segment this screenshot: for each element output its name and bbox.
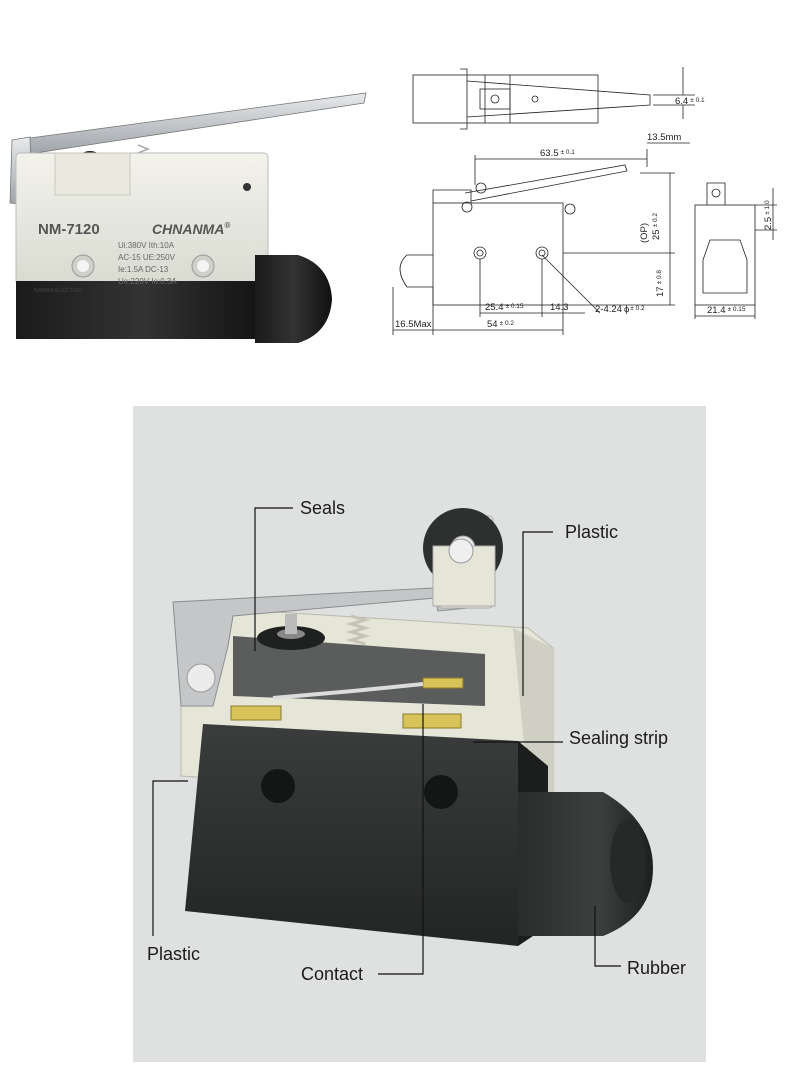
dim-25: 25± 0.2 [651, 213, 662, 240]
spec-line-3: Ie:1.5A DC-13 [118, 265, 169, 274]
contact-right [402, 713, 462, 729]
spec-line-1: Ui:380V Ith:10A [118, 241, 175, 250]
front-view [399, 164, 628, 306]
label-seals: Seals [300, 498, 345, 518]
dim-63-5: 63.5± 0.1 [540, 148, 575, 159]
label-plastic-bottom: Plastic [147, 944, 200, 964]
cutaway-hole-left [261, 769, 295, 803]
contact-leader [378, 704, 424, 975]
plunger [255, 255, 332, 343]
dimension-drawing: 6.4± 0.1 63.5± 0.1 13.5mm (OP) 25± [385, 55, 795, 345]
label-plastic-top: Plastic [565, 522, 618, 542]
dim-2-5: 2.5± 1.0 [763, 200, 774, 230]
dim-op: (OP) [639, 223, 650, 243]
maker-label: NANMA ELECTRIC [34, 288, 82, 294]
rubber-leader [594, 906, 621, 967]
dim-25-4: 25.4± 0.15 [485, 302, 524, 313]
label-rubber: Rubber [627, 958, 686, 978]
dim-54: 54± 0.2 [487, 319, 514, 330]
side-view [694, 182, 756, 306]
cutaway-graphic: Seals Plastic Sealing strip Plastic Cont… [147, 498, 686, 984]
label-sealing-strip: Sealing strip [569, 728, 668, 748]
product-photo: NM-7120 CHNANMA® Ui:380V Ith:10A AC-15 U… [0, 85, 372, 365]
dimension-drawing-graphic: 6.4± 0.1 63.5± 0.1 13.5mm (OP) 25± [392, 67, 777, 335]
contact-left [230, 705, 282, 721]
plastic-bottom-leader [152, 780, 188, 936]
product-photo-graphic: NM-7120 CHNANMA® Ui:380V Ith:10A AC-15 U… [9, 92, 367, 343]
dim-13-5mm: 13.5mm [647, 132, 681, 143]
lever-hinge [186, 663, 216, 693]
cutaway-panel: Seals Plastic Sealing strip Plastic Cont… [133, 406, 706, 1062]
label-contact: Contact [301, 964, 363, 984]
lever-arm [14, 92, 367, 156]
dim-6-4: 6.4± 0.1 [675, 96, 705, 107]
spec-line-2: AC-15 UE:250V [118, 253, 176, 262]
model-label: NM-7120 [38, 221, 100, 238]
cutaway-base [185, 724, 518, 946]
inner-cavity [233, 636, 485, 706]
plastic-top-leader [522, 531, 553, 696]
dim-14-3: 14.3 [550, 302, 569, 313]
cutaway-spring [345, 614, 371, 646]
switch-base [16, 281, 268, 339]
spec-line-4: Ue:220V Ie:0.3A [118, 277, 177, 286]
dim-16-5: 16.5Max [395, 319, 432, 330]
dim-17: 17± 0.8 [655, 270, 666, 297]
brand-label: CHNANMA® [152, 221, 230, 237]
cutaway-hole-right [424, 775, 458, 809]
seals-leader [254, 507, 293, 651]
top-view [412, 68, 651, 130]
dim-21-4: 21.4± 0.15 [707, 305, 746, 316]
